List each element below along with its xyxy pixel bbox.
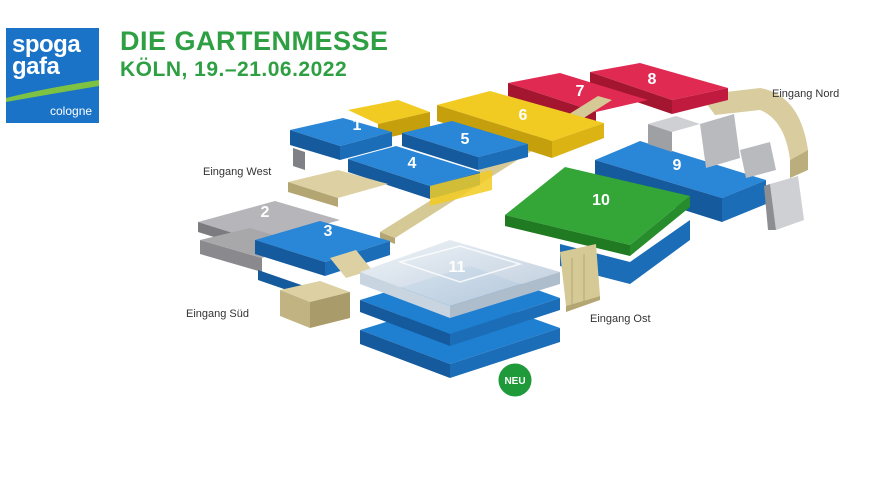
page-title: DIE GARTENMESSE (120, 26, 389, 56)
entrance-south-building (280, 250, 372, 328)
service-buildings (648, 114, 804, 230)
hall-9-label: 9 (673, 157, 682, 174)
logo-word-cologne: cologne (50, 104, 93, 118)
hall-2-label: 2 (261, 204, 270, 221)
spogagafa-logo: spoga gafa cologne (6, 28, 99, 123)
entrance-north-building (700, 88, 808, 178)
hall-1[interactable] (290, 118, 392, 170)
new-badge: NEU (497, 362, 533, 398)
hall-4[interactable] (348, 146, 492, 206)
hall-3-label: 3 (324, 223, 333, 240)
entrance-east-label: Eingang Ost (590, 313, 651, 325)
event-dates: KÖLN, 19.–21.06.2022 (120, 58, 348, 81)
entrance-east-building (560, 244, 600, 312)
hall-6-label: 6 (519, 107, 528, 124)
entrance-west-label: Eingang West (203, 166, 272, 178)
hall-1-label: 1 (353, 117, 362, 134)
hall-8-label: 8 (648, 71, 657, 88)
hall-11-label: 11 (449, 259, 466, 276)
logo-swoosh-icon (6, 80, 99, 123)
hall-4-label: 4 (408, 155, 417, 172)
new-badge-label: NEU (504, 376, 525, 387)
hall-11[interactable] (360, 240, 560, 378)
hall-8[interactable] (590, 63, 728, 114)
hall-7-label: 7 (576, 83, 585, 100)
entrance-north-label: Eingang Nord (772, 88, 840, 100)
hall-5-label: 5 (461, 131, 470, 148)
logo-word-gafa: gafa (12, 53, 60, 80)
entrance-south-label: Eingang Süd (186, 308, 249, 320)
logo-word-spoga: spoga (12, 31, 81, 58)
hall-10-label: 10 (592, 192, 610, 209)
hall-5[interactable] (402, 121, 528, 170)
